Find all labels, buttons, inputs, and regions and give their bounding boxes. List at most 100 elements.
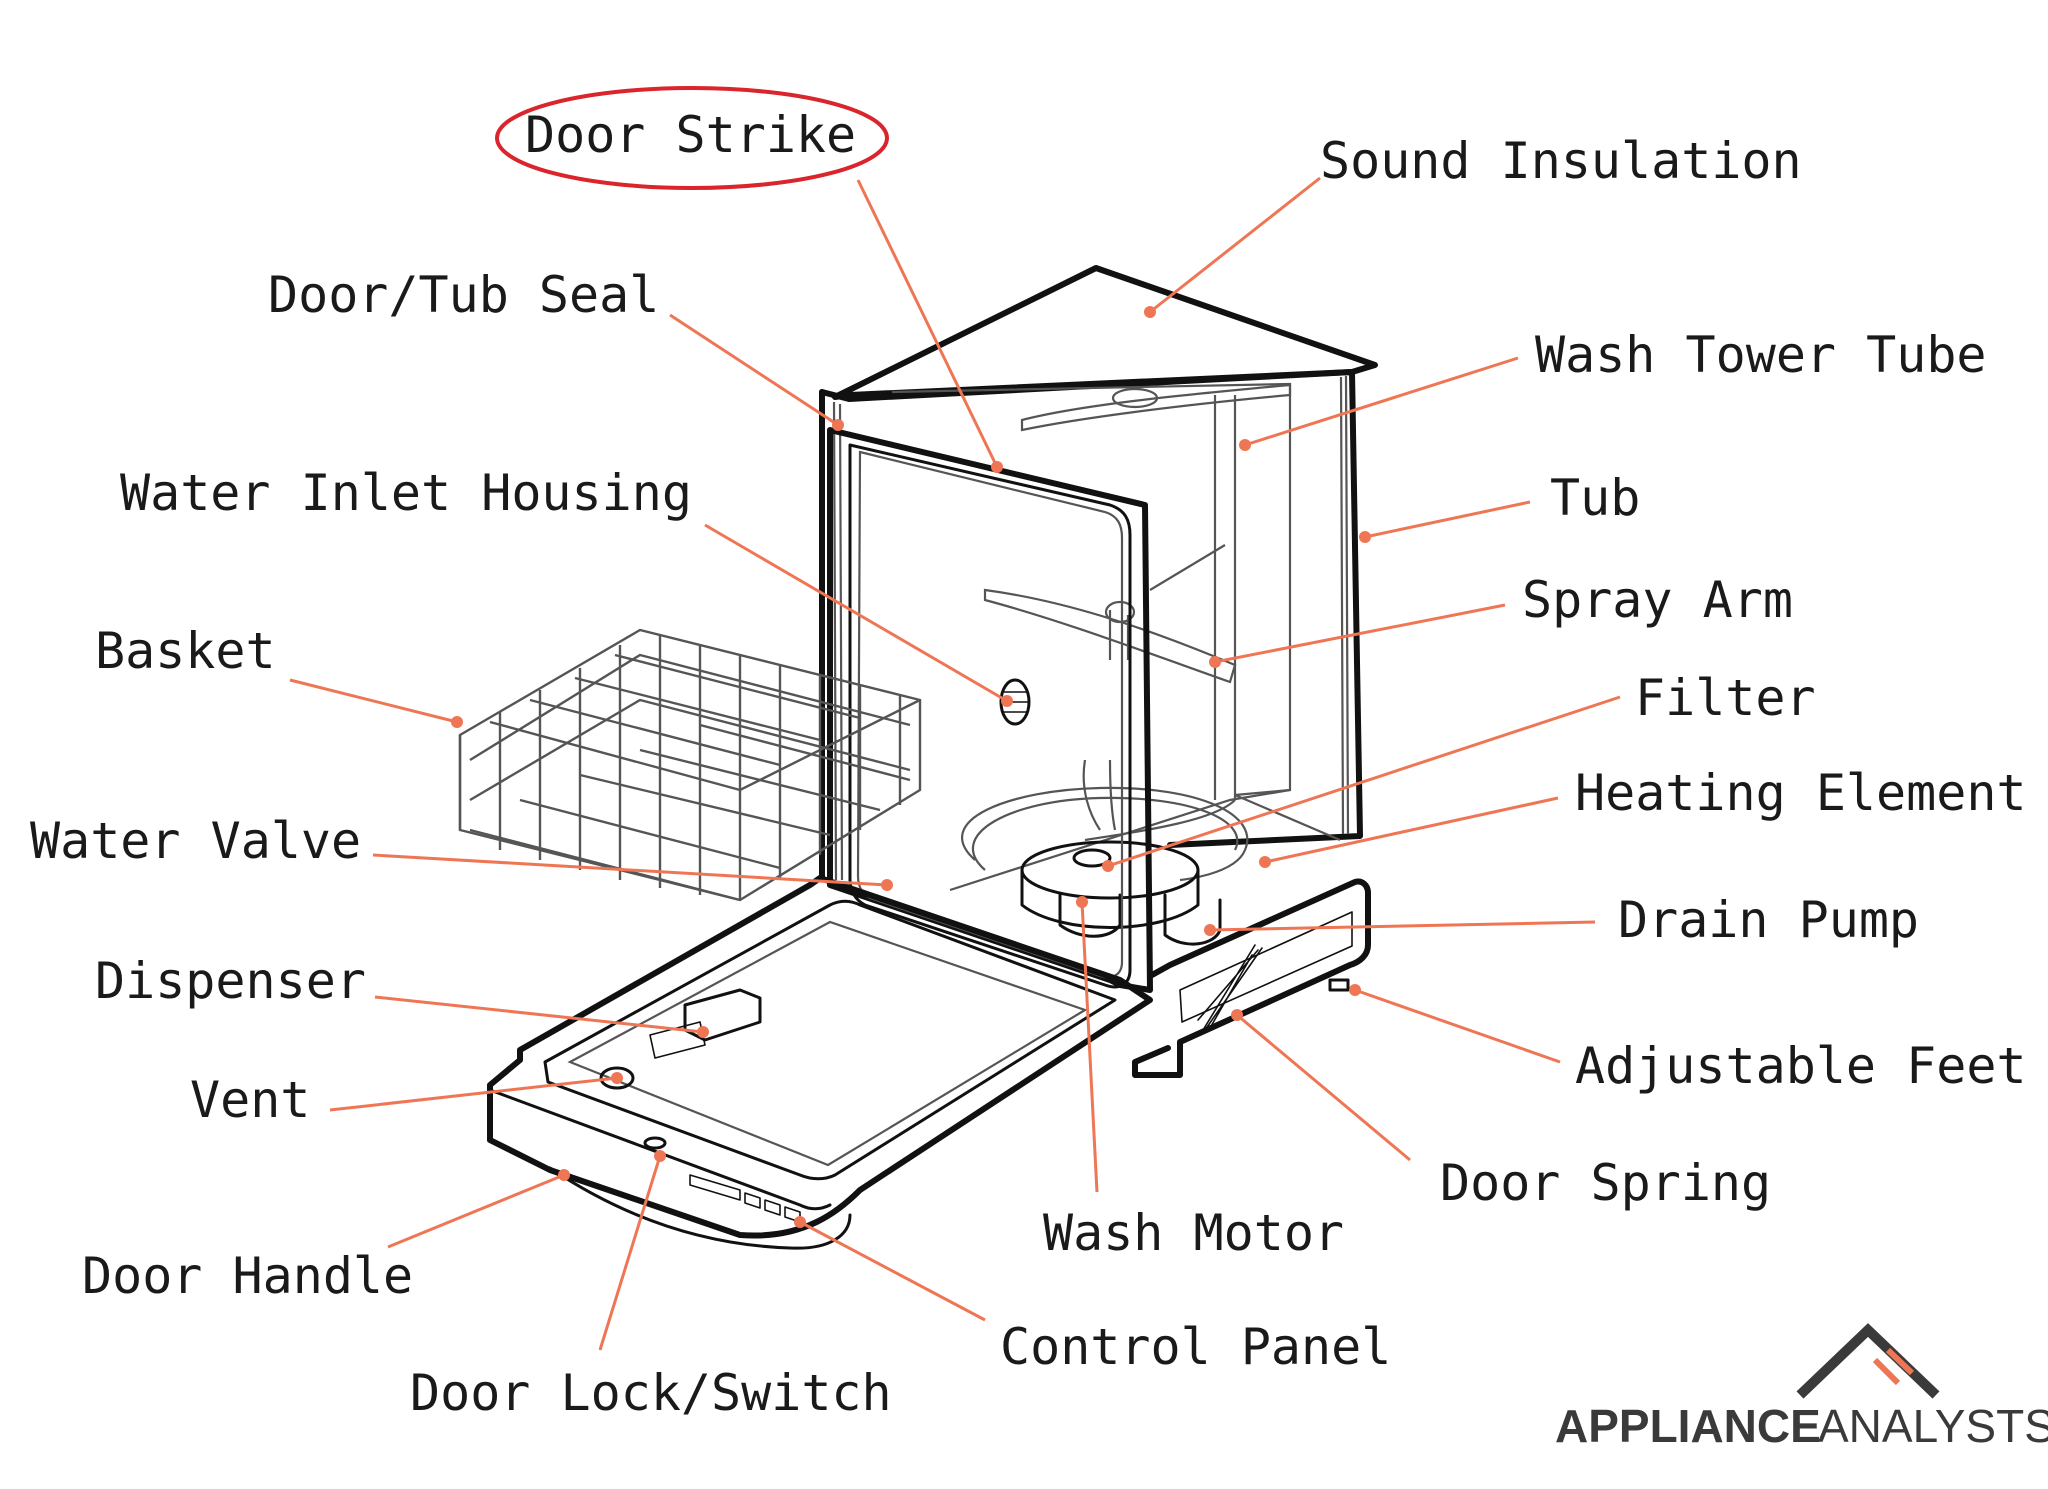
label-sound-insulation: Sound Insulation xyxy=(1320,132,1802,190)
dot-spray-arm xyxy=(1209,656,1221,668)
leader-door-lock-switch xyxy=(598,1155,662,1351)
leader-wash-motor xyxy=(1080,901,1099,1193)
filter-cap xyxy=(1072,848,1112,868)
label-wash-motor: Wash Motor xyxy=(1043,1204,1344,1262)
logo-text-analysts: ANALYSTS xyxy=(1818,1400,2048,1452)
label-water-inlet-housing: Water Inlet Housing xyxy=(120,464,692,522)
leader-door-handle xyxy=(387,1173,565,1249)
leader-door-spring xyxy=(1236,1013,1411,1162)
leader-sound-insulation xyxy=(1149,176,1321,314)
dot-door-spring xyxy=(1231,1009,1243,1021)
control-panel-buttons xyxy=(689,1174,801,1223)
label-tub: Tub xyxy=(1550,469,1640,527)
label-vent: Vent xyxy=(190,1071,310,1129)
leader-tub xyxy=(1364,500,1531,539)
dot-water-valve xyxy=(881,879,893,891)
sump-body xyxy=(1020,868,1200,929)
label-heating-element: Heating Element xyxy=(1575,764,2027,822)
logo-mark-icon xyxy=(1796,1323,1940,1399)
leader-control-panel xyxy=(799,1220,986,1322)
door-strike-highlight-ring xyxy=(495,86,889,190)
base-frame xyxy=(1132,878,1371,1078)
tub-side-hatch xyxy=(1339,375,1350,835)
label-filter: Filter xyxy=(1635,669,1816,727)
label-drain-pump: Drain Pump xyxy=(1618,891,1919,949)
dot-vent xyxy=(611,1072,623,1084)
dot-door-tub-seal xyxy=(832,419,844,431)
dot-sound-insulation xyxy=(1144,306,1156,318)
dot-drain-pump xyxy=(1204,924,1216,936)
open-door-inner-panel xyxy=(543,899,1117,1181)
dot-tub xyxy=(1359,531,1371,543)
label-adjustable-feet: Adjustable Feet xyxy=(1575,1037,2027,1095)
dot-door-lock-switch xyxy=(654,1150,666,1162)
leader-door-strike xyxy=(856,179,999,468)
heating-element-coil xyxy=(961,786,1249,882)
label-door-spring: Door Spring xyxy=(1440,1154,1771,1212)
label-door-handle: Door Handle xyxy=(82,1247,413,1305)
dot-water-inlet-housing xyxy=(1001,695,1013,707)
leader-drain-pump xyxy=(1209,920,1596,932)
label-water-valve: Water Valve xyxy=(30,812,361,870)
door-tub-seal xyxy=(827,427,1153,993)
door-spring-coil xyxy=(1197,944,1263,1036)
leader-water-valve xyxy=(372,853,888,887)
leader-filter xyxy=(1107,695,1621,868)
logo-mark-accent-icon xyxy=(1872,1347,1915,1386)
lower-spray-arm xyxy=(1082,759,1117,831)
middle-spray-hub xyxy=(1104,600,1136,624)
dot-adjustable-feet xyxy=(1349,984,1361,996)
dot-door-strike xyxy=(991,461,1003,473)
leader-heating-element xyxy=(1264,796,1559,864)
label-control-panel: Control Panel xyxy=(1000,1318,1391,1376)
open-door-front-edge xyxy=(488,1088,832,1211)
leader-spray-arm xyxy=(1214,603,1506,664)
leader-adjustable-feet xyxy=(1354,988,1561,1064)
label-door-strike: Door Strike xyxy=(525,106,856,164)
dot-control-panel xyxy=(794,1216,806,1228)
tub-back-wall xyxy=(891,382,1341,842)
middle-spray-arm xyxy=(983,588,1237,684)
dot-basket xyxy=(451,716,463,728)
logo-text-appliance: APPLIANCE xyxy=(1555,1400,1821,1452)
leader-basket xyxy=(289,678,458,724)
label-wash-tower-tube: Wash Tower Tube xyxy=(1535,326,1987,384)
leader-wash-tower-tube xyxy=(1244,356,1519,447)
water-inlet-grille xyxy=(999,678,1031,726)
label-spray-arm: Spray Arm xyxy=(1522,571,1793,629)
part-labels: Door Strike Sound Insulation Door/Tub Se… xyxy=(30,106,2027,1422)
dot-heating-element xyxy=(1259,856,1271,868)
leader-water-inlet-housing xyxy=(704,523,1008,703)
drain-pump-body xyxy=(1163,893,1222,946)
leader-door-tub-seal xyxy=(669,313,839,427)
dot-dispenser xyxy=(697,1026,709,1038)
upper-spray-hub xyxy=(1111,387,1159,409)
wash-tower-tube xyxy=(1084,395,1237,842)
vent-grille xyxy=(599,1066,635,1090)
leader-vent xyxy=(329,1076,618,1112)
label-door-lock-switch: Door Lock/Switch xyxy=(410,1364,892,1422)
door-lock-switch xyxy=(643,1136,667,1150)
leader-dispenser xyxy=(374,995,704,1034)
basket-rack xyxy=(458,628,922,902)
wash-motor-body xyxy=(1058,893,1122,938)
label-door-tub-seal: Door/Tub Seal xyxy=(268,266,659,324)
dot-filter xyxy=(1102,860,1114,872)
sound-insulation-blanket xyxy=(832,265,1378,400)
label-dispenser: Dispenser xyxy=(95,952,366,1010)
adjustable-foot xyxy=(1328,978,1350,992)
open-door-outer xyxy=(487,875,1153,1239)
appliance-analysts-logo: APPLIANCE ANALYSTS xyxy=(1555,1323,2048,1452)
control-panel-strip xyxy=(548,1166,852,1250)
upper-spray-arm xyxy=(1020,383,1292,432)
tub-body xyxy=(819,369,1363,848)
label-basket: Basket xyxy=(95,622,276,680)
open-door-recess xyxy=(567,920,1088,1167)
tub-floor-line xyxy=(949,788,1291,892)
dot-wash-motor xyxy=(1076,896,1088,908)
leader-lines xyxy=(289,176,1621,1351)
tub-left-hatch xyxy=(832,401,844,881)
dot-door-handle xyxy=(558,1169,570,1181)
dishwasher-illustration xyxy=(487,265,1378,1250)
